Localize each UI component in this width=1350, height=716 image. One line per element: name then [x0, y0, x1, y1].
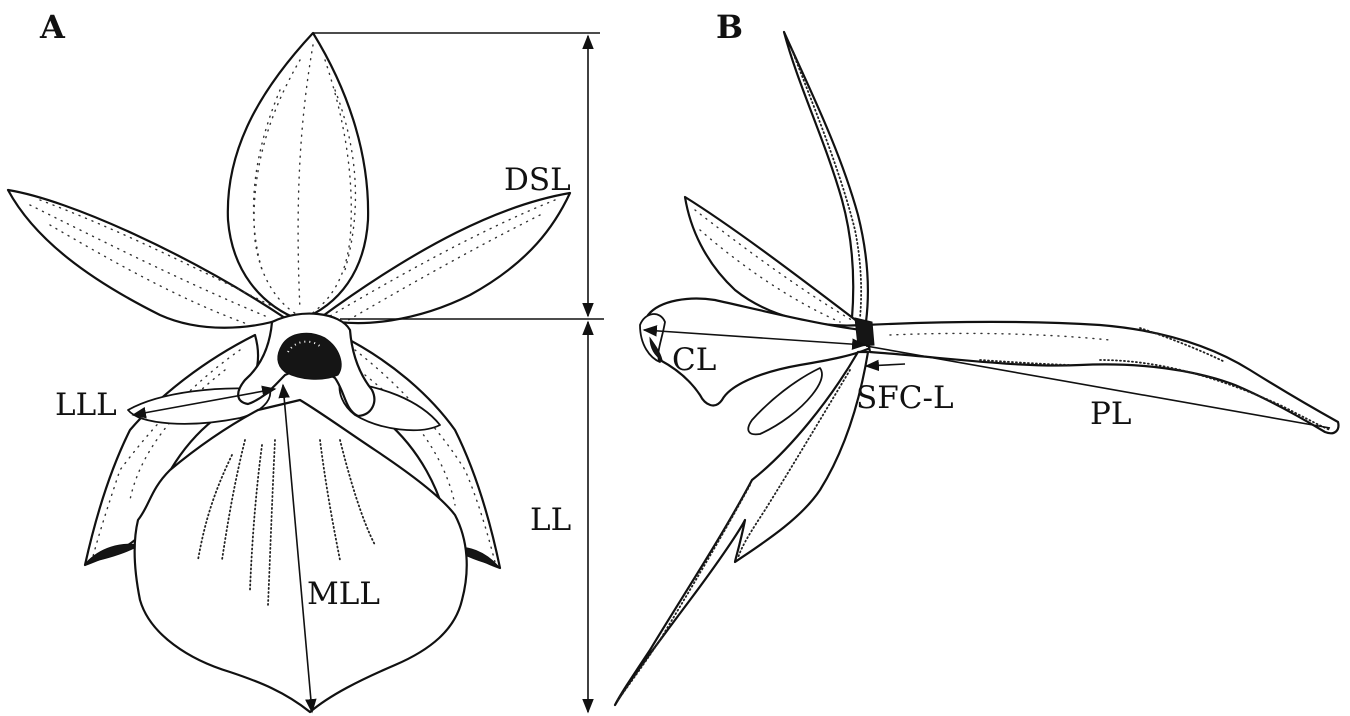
- panel-label-a: A: [39, 8, 66, 46]
- cl-label: CL: [672, 342, 716, 378]
- panel-label-b: B: [716, 8, 743, 46]
- dorsal-sepal: [228, 33, 368, 320]
- mll-label: MLL: [307, 576, 380, 612]
- sfcl-arrow: [866, 364, 905, 366]
- pl-label: PL: [1090, 396, 1131, 432]
- ll-label: LL: [530, 502, 571, 538]
- sfcl-label: SFC-L: [856, 380, 954, 416]
- panel-a-flower-front-view: [8, 33, 570, 712]
- dsl-label: DSL: [504, 162, 571, 198]
- panel-b-flower-side-view: [615, 32, 1338, 705]
- lll-label: LLL: [55, 387, 117, 423]
- sepal-junction: [855, 318, 874, 346]
